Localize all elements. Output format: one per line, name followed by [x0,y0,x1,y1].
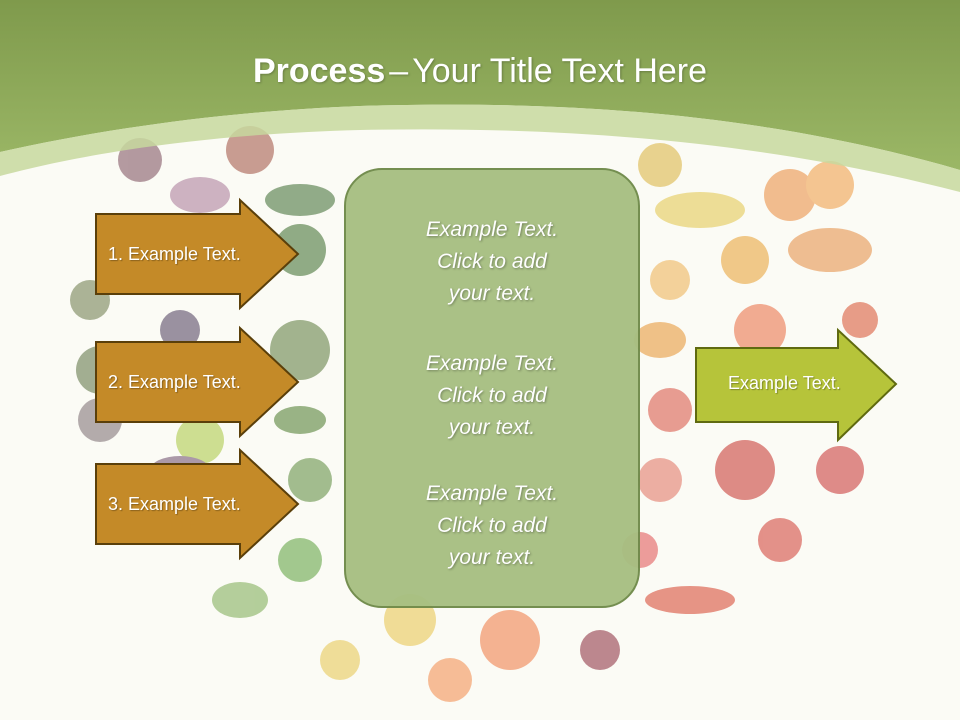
panel-line: Click to add [437,514,547,537]
title-bold: Process [252,52,386,90]
left-arrow-1[interactable]: 1. Example Text. [94,197,304,311]
panel-text-block-2[interactable]: Example Text. Click to add your text. [346,348,638,444]
arrow-shape [95,325,300,439]
arrow-shape [95,447,300,561]
panel-line: your text. [448,282,536,305]
arrow-shape [95,197,300,311]
right-arrow-label: Example Text. [728,373,841,393]
title-rest: Your Title Text Here [412,52,708,90]
panel-text-block-1[interactable]: Example Text. Click to add your text. [346,214,638,310]
left-arrow-2[interactable]: 2. Example Text. [94,325,304,439]
right-arrow[interactable]: Example Text. [694,327,902,444]
center-panel[interactable]: Example Text. Click to add your text. Ex… [344,168,640,608]
left-arrow-label: 3. Example Text. [108,494,241,514]
panel-line: your text. [448,546,536,569]
page-title[interactable]: Process–Your Title Text Here [0,52,960,91]
panel-line: Click to add [437,250,547,273]
panel-line: Click to add [437,384,547,407]
panel-line: Example Text. [425,218,559,241]
left-arrow-label: 1. Example Text. [108,244,241,264]
panel-text-block-3[interactable]: Example Text. Click to add your text. [346,478,638,574]
arrow-shape [695,327,898,443]
produce-collage [70,126,878,702]
title-separator: – [389,52,409,90]
left-arrow-3[interactable]: 3. Example Text. [94,447,304,561]
panel-line: your text. [448,416,536,439]
panel-line: Example Text. [425,352,559,375]
panel-line: Example Text. [425,482,559,505]
left-arrow-label: 2. Example Text. [108,372,241,392]
